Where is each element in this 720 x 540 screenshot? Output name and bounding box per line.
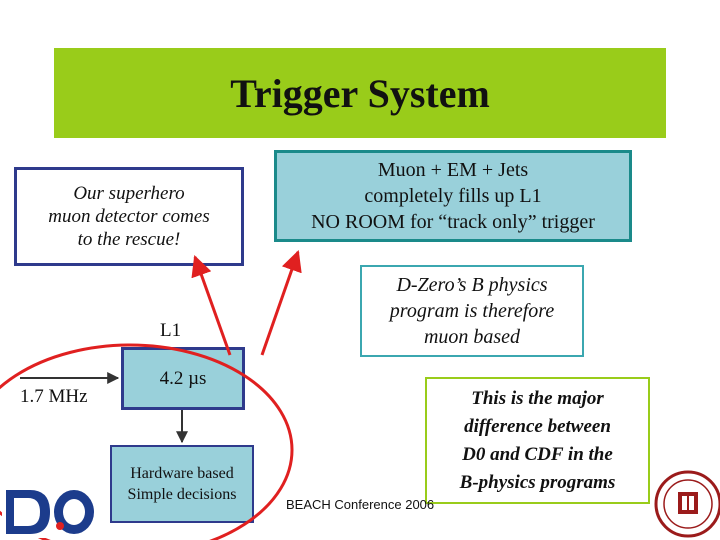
- hardware-line: Simple decisions: [127, 486, 237, 503]
- rate-label: 1.7 MHz: [20, 386, 88, 407]
- hero-line: Our superhero: [73, 183, 185, 204]
- hero-line: to the rescue!: [77, 229, 181, 250]
- dzero-line: D-Zero’s B physics: [396, 274, 548, 296]
- hardware-box: Hardware based Simple decisions: [110, 445, 254, 523]
- major-line: D0 and CDF in the: [462, 443, 613, 465]
- d0-logo-icon: [2, 486, 98, 538]
- university-seal-icon: [654, 470, 720, 538]
- muon-callout-box: Muon + EM + Jets completely fills up L1 …: [274, 150, 632, 242]
- red-arrow-to-muon: [260, 250, 302, 356]
- slide-title: Trigger System: [230, 70, 490, 116]
- major-line: This is the major: [471, 387, 604, 409]
- footer-conference: BEACH Conference 2006: [286, 497, 435, 512]
- latency-label: 4.2 µs: [159, 367, 207, 389]
- l1-label: L1: [160, 320, 182, 341]
- red-arrow-to-hero: [191, 255, 232, 356]
- muon-line: NO ROOM for “track only” trigger: [311, 211, 595, 233]
- title-bar: Trigger System: [54, 48, 666, 138]
- dzero-line: muon based: [423, 326, 521, 348]
- hardware-line: Hardware based: [130, 465, 234, 482]
- major-difference-box: This is the major difference between D0 …: [425, 377, 650, 504]
- muon-line: Muon + EM + Jets: [377, 159, 529, 181]
- dzero-callout-box: D-Zero’s B physics program is therefore …: [360, 265, 584, 357]
- hero-line: muon detector comes: [48, 206, 210, 227]
- muon-line: completely fills up L1: [364, 185, 542, 207]
- hero-callout-box: Our superhero muon detector comes to the…: [14, 167, 244, 266]
- major-line: B-physics programs: [459, 471, 616, 493]
- dzero-line: program is therefore: [389, 300, 555, 322]
- major-line: difference between: [464, 415, 611, 437]
- latency-box: 4.2 µs: [121, 347, 245, 410]
